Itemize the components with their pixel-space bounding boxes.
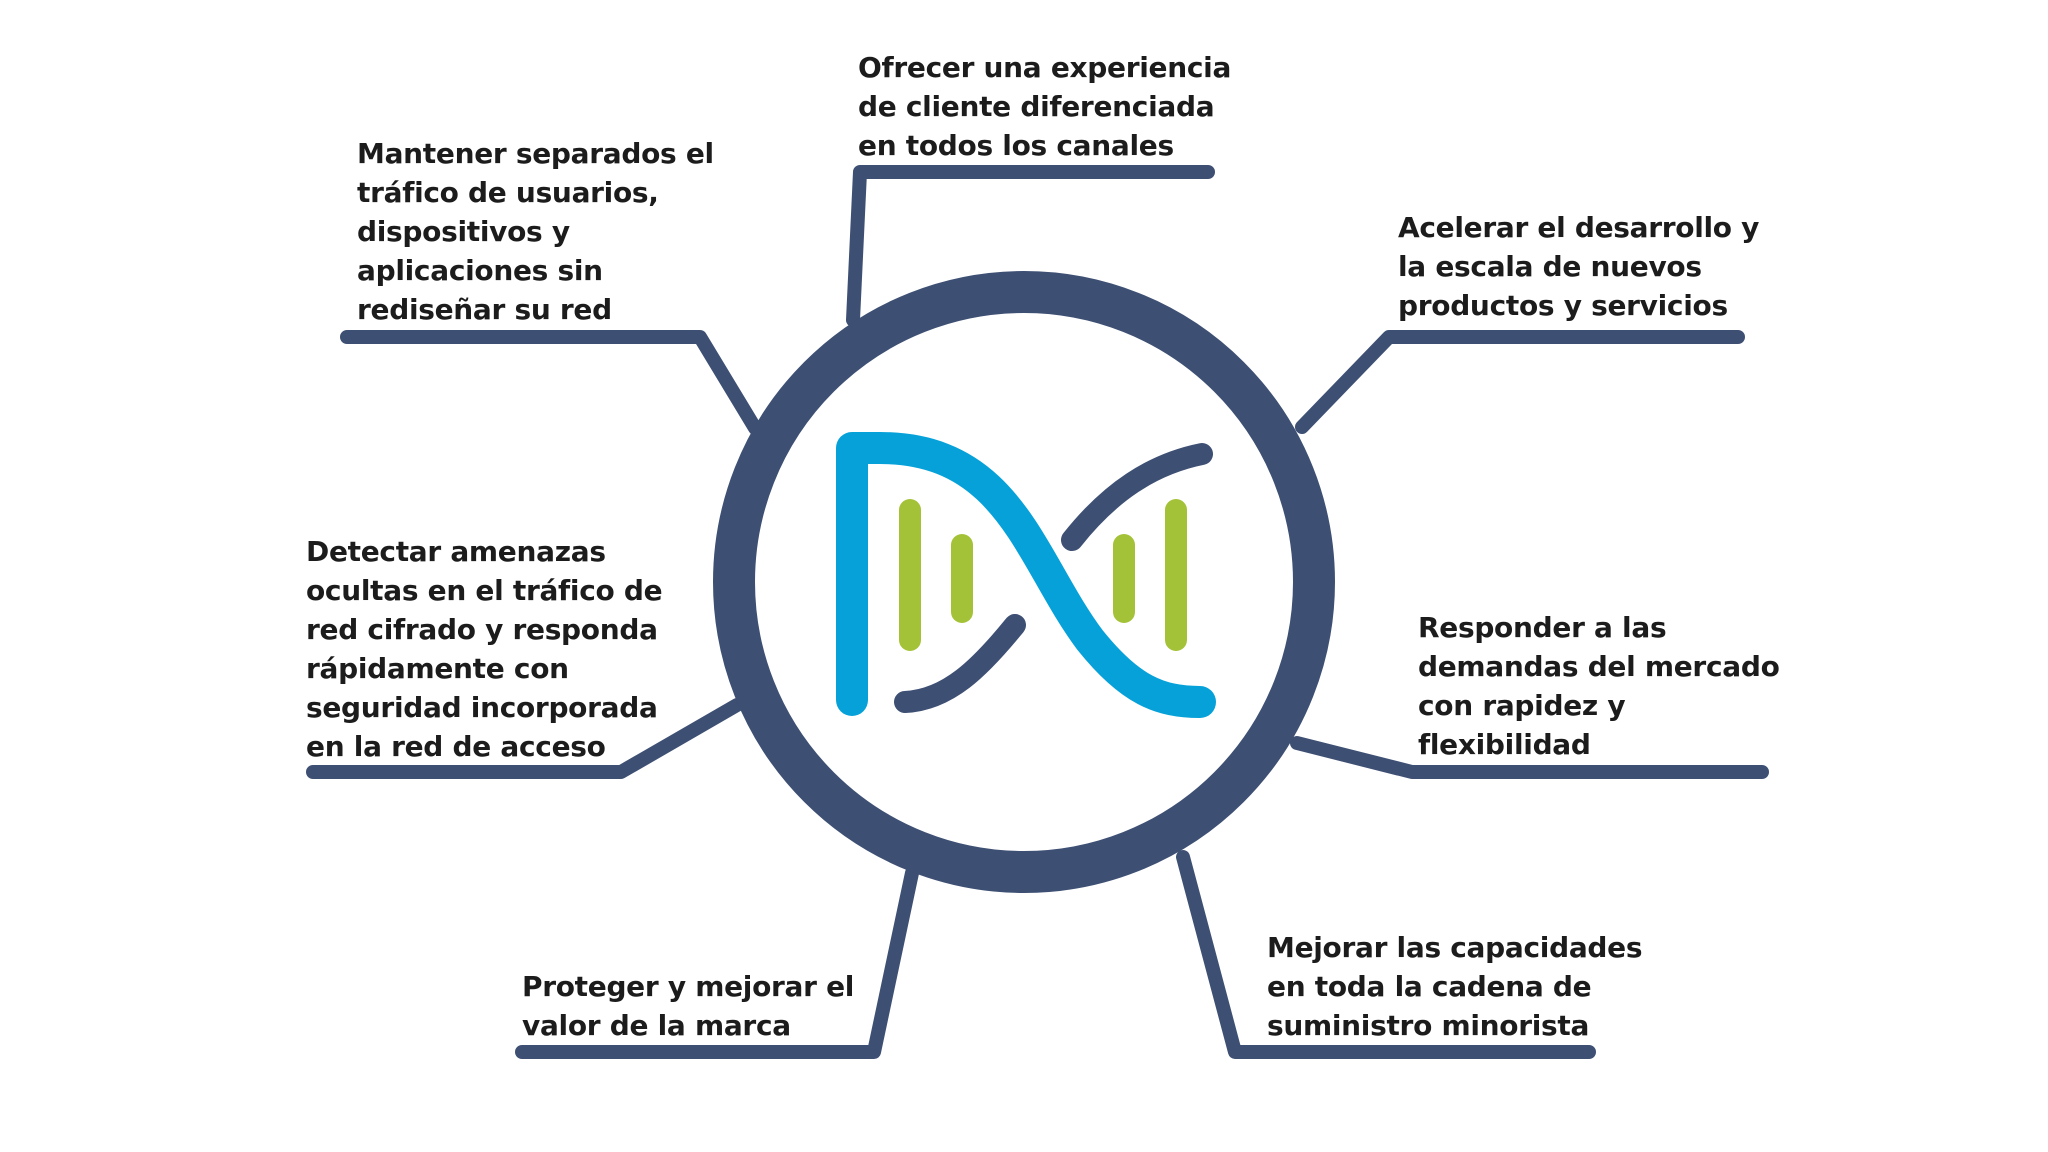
dna-strand-navy-bottom [894, 614, 1026, 713]
connector-top-right [1295, 330, 1745, 434]
connector-lines [306, 165, 1769, 1059]
dna-strand-navy-top [1061, 443, 1213, 551]
connector-mid-left [306, 698, 744, 779]
connector-top-left [340, 330, 762, 435]
label-accelerate-development: Acelerar el desarrollo y la escala de nu… [1398, 211, 1760, 322]
connector-bottom-right [1176, 850, 1596, 1059]
dna-helix-logo-icon [836, 432, 1216, 718]
hub-ring [713, 271, 1335, 893]
connector-mid-right [1290, 736, 1769, 779]
label-market-demands: Responder a las demandas del mercado con… [1418, 611, 1780, 761]
label-threat-detection: Detectar amenazas ocultas en el tráfico … [306, 535, 663, 763]
connector-bottom-left [515, 866, 919, 1059]
dna-strand-blue [836, 432, 1216, 718]
label-customer-experience: Ofrecer una experiencia de cliente difer… [858, 51, 1232, 162]
label-brand-value: Proteger y mejorar el valor de la marca [522, 970, 855, 1042]
label-supply-chain: Mejorar las capacidades en toda la caden… [1267, 931, 1643, 1042]
label-traffic-separation: Mantener separados el tráfico de usuario… [357, 137, 714, 326]
connector-top [846, 165, 1215, 327]
